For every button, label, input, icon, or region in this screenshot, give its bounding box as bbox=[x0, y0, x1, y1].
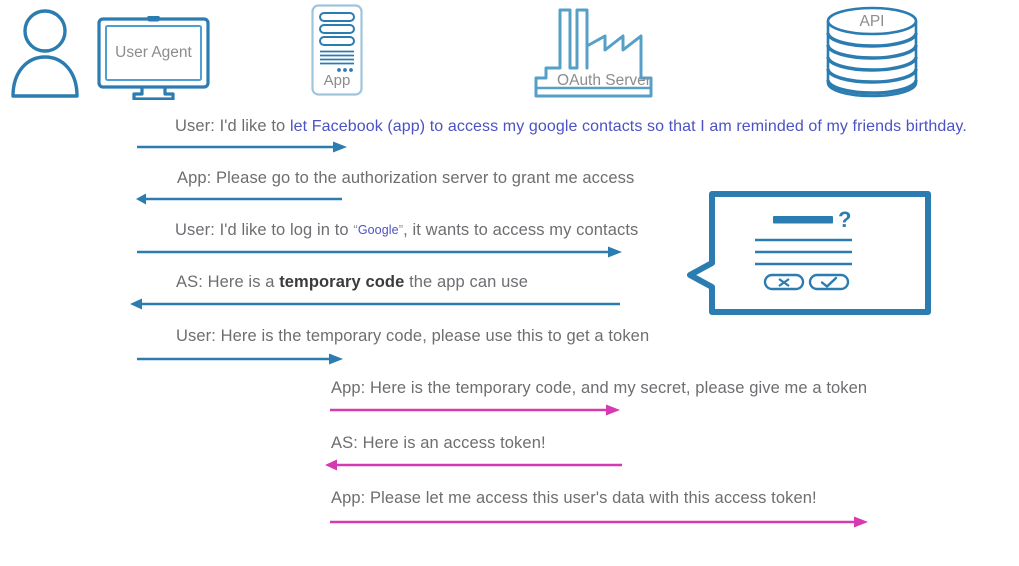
server-tower-icon bbox=[311, 4, 363, 96]
actor-label-user-agent: User Agent bbox=[115, 44, 192, 61]
arrow-1-right-blue bbox=[137, 140, 349, 154]
person-icon bbox=[11, 9, 79, 98]
message-1: User: I'd like to let Facebook (app) to … bbox=[175, 117, 967, 136]
monitor-icon bbox=[97, 15, 210, 101]
arrow-8-right-pink bbox=[330, 515, 870, 529]
message-5: User: Here is the temporary code, please… bbox=[176, 327, 650, 345]
message-1-annotation: let Facebook (app) to access my google c… bbox=[290, 118, 967, 135]
arrow-4-left-blue bbox=[130, 297, 620, 311]
actor-oauth-server: OAuth Server bbox=[533, 6, 678, 103]
message-3-quoted-term: Google bbox=[357, 223, 399, 237]
message-3: User: I'd like to log in to “Google”, it… bbox=[175, 221, 638, 240]
message-2: App: Please go to the authorization serv… bbox=[177, 169, 635, 187]
arrow-5-right-blue bbox=[137, 352, 345, 366]
arrow-2-left-blue bbox=[136, 192, 342, 206]
message-7: AS: Here is an access token! bbox=[331, 434, 546, 452]
bubble-deny-button bbox=[763, 273, 805, 291]
database-cylinder-icon bbox=[826, 6, 918, 98]
message-3-suffix: , it wants to access my contacts bbox=[403, 221, 639, 239]
actor-label-api: API bbox=[859, 13, 885, 30]
message-4-prefix: AS: Here is a bbox=[176, 273, 280, 291]
message-4: AS: Here is a temporary code the app can… bbox=[176, 273, 528, 292]
bubble-heading-bar bbox=[773, 216, 833, 224]
actor-user-agent: User Agent bbox=[96, 15, 211, 105]
message-6: App: Here is the temporary code, and my … bbox=[331, 379, 868, 397]
consent-bubble-shape: ? bbox=[687, 191, 931, 315]
bubble-body-lines bbox=[755, 238, 852, 266]
message-1-prefix: User: I'd like to bbox=[175, 117, 290, 135]
message-3-open-quote: “ bbox=[353, 222, 358, 237]
message-3-prefix: User: I'd like to log in to bbox=[175, 221, 354, 239]
actor-user bbox=[6, 6, 84, 103]
message-4-bold-term: temporary code bbox=[279, 273, 405, 291]
actor-label-oauth-server: OAuth Server bbox=[557, 72, 651, 89]
factory-icon bbox=[534, 8, 653, 98]
arrow-6-right-pink bbox=[330, 403, 622, 417]
bubble-question-mark: ? bbox=[838, 207, 851, 232]
message-3-close-quote: ” bbox=[398, 222, 404, 237]
actor-label-app: App bbox=[323, 72, 351, 89]
consent-speech-bubble[interactable]: ? bbox=[660, 190, 935, 321]
message-4-suffix: the app can use bbox=[404, 273, 529, 291]
message-8: App: Please let me access this user's da… bbox=[331, 489, 817, 507]
arrow-3-right-blue bbox=[137, 245, 624, 259]
arrow-7-left-pink bbox=[325, 458, 622, 472]
bubble-allow-button bbox=[808, 273, 850, 291]
actor-api: API bbox=[824, 5, 920, 104]
actor-app: App bbox=[311, 4, 363, 101]
